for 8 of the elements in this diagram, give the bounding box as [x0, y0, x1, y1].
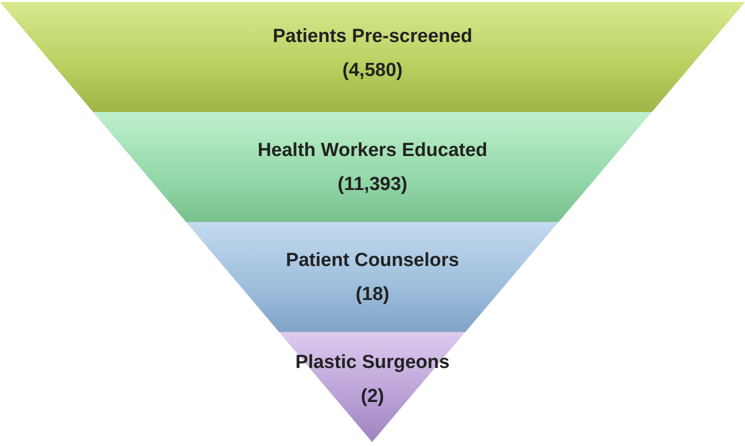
- stage-label: Plastic Surgeons: [295, 351, 450, 375]
- count-label: (18): [356, 283, 390, 307]
- stage-label: Patients Pre-screened: [272, 25, 472, 49]
- stage-label: Patient Counselors: [286, 249, 460, 273]
- count-label: (4,580): [342, 59, 403, 83]
- count-label: (11,393): [338, 173, 408, 197]
- count-label: (2): [360, 385, 384, 409]
- stage-label: Health Workers Educated: [258, 139, 488, 163]
